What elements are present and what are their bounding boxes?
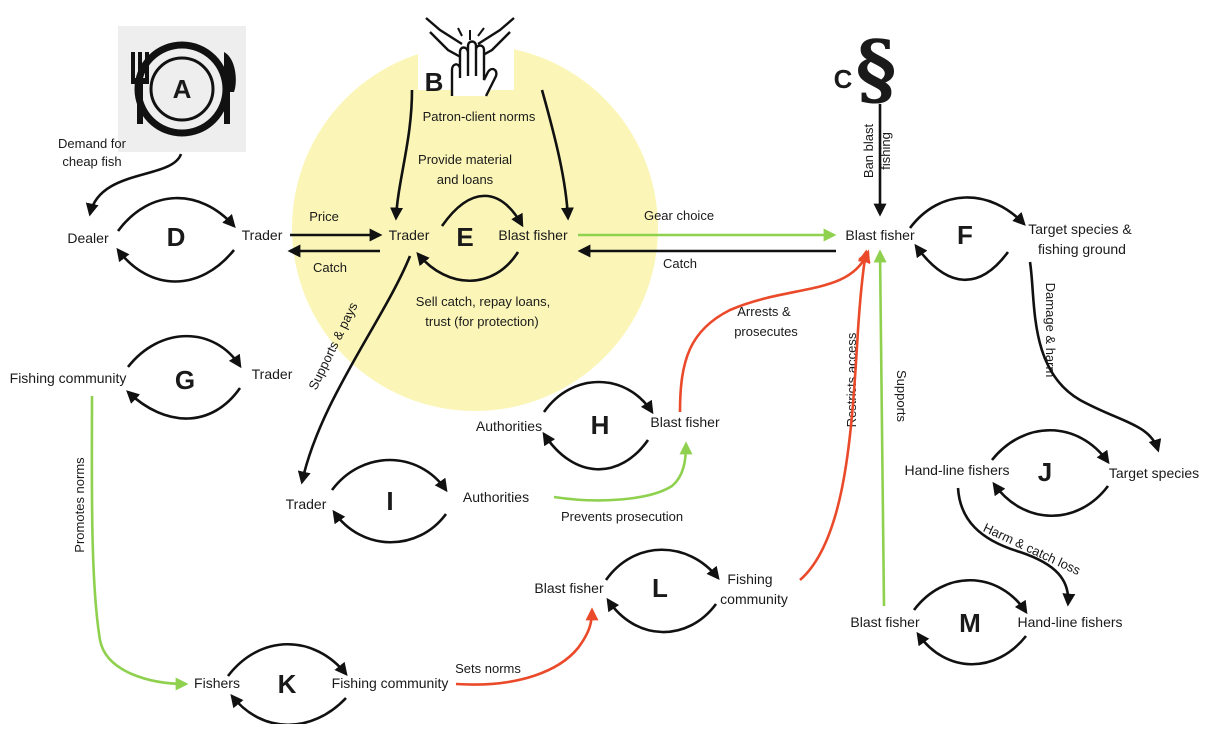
node-fishing-community-g: Fishing community — [10, 370, 127, 386]
label-provide-material: Provide material — [418, 152, 512, 167]
label-cheap-fish: cheap fish — [62, 154, 121, 169]
label-promotes-norms: Promotes norms — [72, 457, 87, 553]
letter-g: G — [175, 365, 195, 395]
label-sets-norms: Sets norms — [455, 661, 521, 676]
label-price: Price — [309, 209, 339, 224]
node-trader-d: Trader — [242, 227, 283, 243]
letter-c: C — [834, 64, 853, 94]
label-patron-client: Patron-client norms — [423, 109, 536, 124]
loop-arcs — [116, 194, 1110, 726]
node-trader-g: Trader — [252, 366, 293, 382]
section-sign-icon: § — [856, 24, 897, 115]
plate-cutlery-icon — [118, 26, 246, 152]
label-demand-for: Demand for — [58, 136, 127, 151]
node-hand-line-fishers-m: Hand-line fishers — [1017, 614, 1122, 630]
node-blast-fisher-m: Blast fisher — [850, 614, 920, 630]
letter-i: I — [386, 486, 393, 516]
node-authorities-i: Authorities — [463, 489, 529, 505]
label-prevents-prosecution: Prevents prosecution — [561, 509, 683, 524]
handshake-icon — [418, 10, 515, 97]
letter-h: H — [591, 410, 610, 440]
node-target-species-ground: Target species & — [1028, 221, 1132, 237]
letter-a: A — [173, 74, 192, 104]
label-supports: Supports — [894, 370, 909, 423]
node-trader-i: Trader — [286, 496, 327, 512]
letter-l: L — [652, 573, 668, 603]
node-fishing-community-k: Fishing community — [332, 675, 449, 691]
svg-text:§: § — [856, 24, 897, 115]
label-sell-catch: Sell catch, repay loans, — [416, 294, 550, 309]
label-trust: trust (for protection) — [425, 314, 538, 329]
node-blast-fisher-f: Blast fisher — [845, 227, 915, 243]
letter-d: D — [167, 222, 186, 252]
node-authorities-h: Authorities — [476, 418, 542, 434]
letter-b: B — [425, 67, 444, 97]
node-hand-line-fishers-j: Hand-line fishers — [904, 462, 1009, 478]
node-target-species-j: Target species — [1109, 465, 1199, 481]
node-target-species-ground-2: fishing ground — [1038, 241, 1126, 257]
label-catch-de: Catch — [313, 260, 347, 275]
letter-j: J — [1038, 457, 1052, 487]
label-fishing: fishing — [878, 132, 893, 170]
label-prosecutes: prosecutes — [734, 324, 798, 339]
label-damage-harm: Damage & harm — [1043, 283, 1058, 378]
highlight-circle — [292, 45, 658, 411]
node-fishing-community-l: Fishing — [727, 571, 772, 587]
letter-e: E — [456, 222, 473, 252]
label-gear-choice: Gear choice — [644, 208, 714, 223]
node-blast-fisher-h: Blast fisher — [650, 414, 720, 430]
node-fishing-community-l-2: community — [720, 591, 788, 607]
node-trader-e: Trader — [389, 227, 430, 243]
letter-k: K — [278, 669, 297, 699]
label-catch-ef: Catch — [663, 256, 697, 271]
node-dealer: Dealer — [67, 230, 109, 246]
letter-f: F — [957, 220, 973, 250]
node-blast-fisher-l: Blast fisher — [534, 580, 604, 596]
label-ban-blast: Ban blast — [861, 124, 876, 179]
label-arrests: Arrests & — [737, 304, 791, 319]
letter-m: M — [959, 608, 981, 638]
label-harm-catch-loss: Harm & catch loss — [981, 520, 1083, 578]
label-and-loans: and loans — [437, 172, 494, 187]
node-fishers-k: Fishers — [194, 675, 240, 691]
node-blast-fisher-e: Blast fisher — [498, 227, 568, 243]
connector-arrows — [85, 89, 1162, 691]
